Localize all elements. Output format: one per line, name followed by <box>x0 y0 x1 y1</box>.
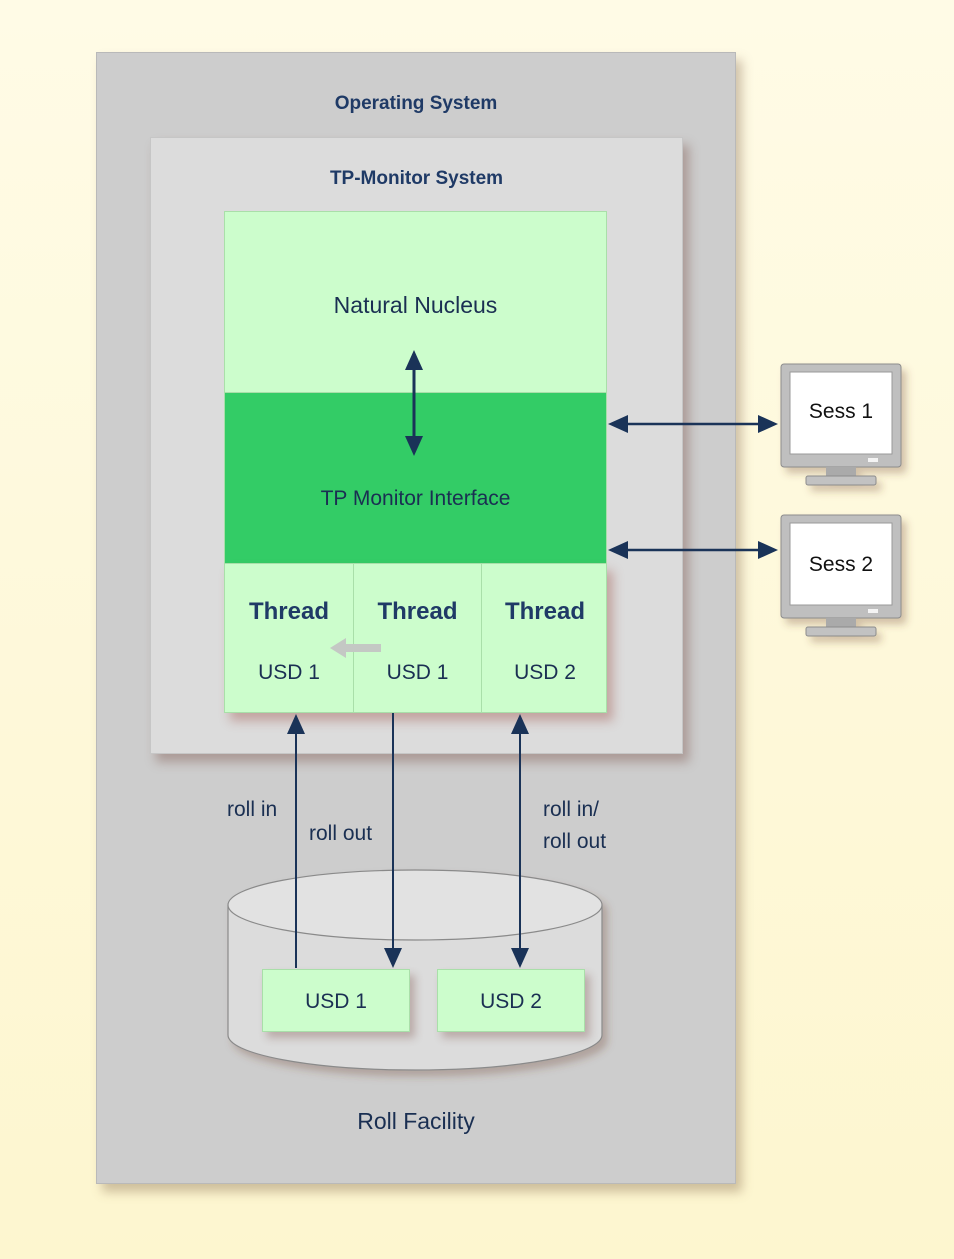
roll-in-out-label-line1: roll in/ <box>543 798 600 821</box>
nucleus-interface-arrow <box>405 350 423 456</box>
natural-nucleus-label: Natural Nucleus <box>333 292 498 318</box>
roll-out-arrow <box>384 713 402 968</box>
thread-usd: USD 1 <box>386 661 449 684</box>
thread-switch-arrow <box>330 638 381 658</box>
operating-system-title: Operating System <box>334 93 498 114</box>
roll-facility-label: Roll Facility <box>357 1108 475 1134</box>
thread-name: Thread <box>377 598 458 625</box>
session1-arrow <box>608 415 778 433</box>
thread-usd: USD 1 <box>258 661 320 684</box>
roll-in-out-arrow <box>511 714 529 968</box>
roll-in-arrow <box>287 714 305 968</box>
tp-monitor-system-title: TP-Monitor System <box>329 168 504 189</box>
threads-row: Thread USD 1 Thread USD 1 Thread USD 2 <box>224 563 607 713</box>
thread-name: Thread <box>504 598 585 625</box>
session2-label: Sess 2 <box>808 553 874 576</box>
roll-out-label: roll out <box>309 822 373 845</box>
thread-cell: Thread USD 1 <box>353 564 481 712</box>
tp-monitor-interface-label: TP Monitor Interface <box>320 487 511 510</box>
roll-facility-usd1: USD 1 <box>262 969 410 1032</box>
session1-label: Sess 1 <box>808 400 874 423</box>
thread-usd: USD 2 <box>514 661 576 684</box>
session1-monitor-icon <box>780 363 902 486</box>
roll-in-label: roll in <box>227 798 278 821</box>
session2-monitor-icon <box>780 514 902 637</box>
roll-in-out-label-line2: roll out <box>543 830 607 853</box>
session2-arrow <box>608 541 778 559</box>
roll-facility-usd2: USD 2 <box>437 969 585 1032</box>
thread-name: Thread <box>248 598 329 625</box>
thread-cell: Thread USD 2 <box>481 564 608 712</box>
thread-cell: Thread USD 1 <box>225 564 353 712</box>
